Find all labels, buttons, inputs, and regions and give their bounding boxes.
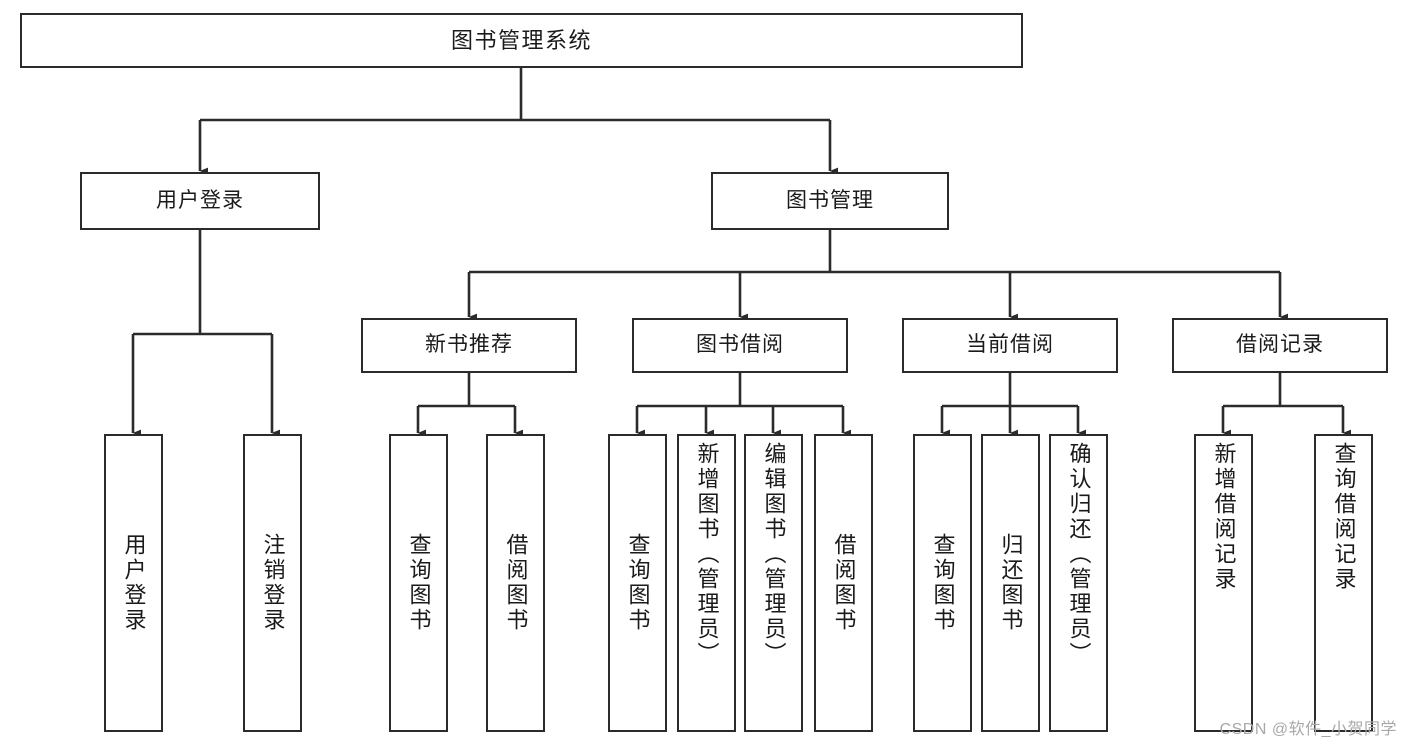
- node-label: 查询借阅记录: [1331, 442, 1357, 592]
- node-label: 注销登录: [260, 533, 286, 633]
- node-label: 查询图书: [930, 533, 956, 633]
- watermark-text: CSDN @软件_小贺同学: [1219, 721, 1397, 738]
- node-n2[interactable]: 图书管理: [711, 172, 949, 230]
- node-n21[interactable]: 新书推荐: [361, 318, 577, 373]
- node-label: 图书管理: [786, 188, 874, 212]
- node-n22[interactable]: 图书借阅: [632, 318, 848, 373]
- node-label: 当前借阅: [966, 333, 1054, 357]
- node-l11[interactable]: 确认归还（管理员）: [1049, 434, 1108, 732]
- node-label: 图书借阅: [696, 333, 784, 357]
- node-n23[interactable]: 当前借阅: [902, 318, 1118, 373]
- node-label: 用户登录: [156, 188, 244, 212]
- node-l6[interactable]: 新增图书（管理员）: [677, 434, 736, 732]
- node-l7[interactable]: 编辑图书（管理员）: [744, 434, 803, 732]
- node-l2[interactable]: 注销登录: [243, 434, 302, 732]
- node-label: 编辑图书（管理员）: [761, 442, 787, 667]
- node-n24[interactable]: 借阅记录: [1172, 318, 1388, 373]
- node-l8[interactable]: 借阅图书: [814, 434, 873, 732]
- node-l12[interactable]: 新增借阅记录: [1194, 434, 1253, 732]
- node-root[interactable]: 图书管理系统: [20, 13, 1023, 68]
- node-l9[interactable]: 查询图书: [913, 434, 972, 732]
- node-label: 新增图书（管理员）: [694, 442, 720, 667]
- node-label: 新增借阅记录: [1211, 442, 1237, 592]
- node-label: 借阅图书: [831, 533, 857, 633]
- node-l5[interactable]: 查询图书: [608, 434, 667, 732]
- node-l10[interactable]: 归还图书: [981, 434, 1040, 732]
- node-label: 图书管理系统: [450, 27, 592, 53]
- node-n1[interactable]: 用户登录: [80, 172, 320, 230]
- node-label: 借阅记录: [1236, 333, 1324, 357]
- node-label: 归还图书: [998, 533, 1024, 633]
- node-label: 新书推荐: [425, 333, 513, 357]
- node-l1[interactable]: 用户登录: [104, 434, 163, 732]
- node-label: 确认归还（管理员）: [1066, 442, 1092, 667]
- node-l3[interactable]: 查询图书: [389, 434, 448, 732]
- node-label: 借阅图书: [503, 533, 529, 633]
- node-l4[interactable]: 借阅图书: [486, 434, 545, 732]
- connector-lines: [131, 68, 1352, 437]
- node-label: 查询图书: [625, 533, 651, 633]
- node-l13[interactable]: 查询借阅记录: [1314, 434, 1373, 732]
- node-label: 查询图书: [406, 533, 432, 633]
- node-label: 用户登录: [121, 533, 147, 633]
